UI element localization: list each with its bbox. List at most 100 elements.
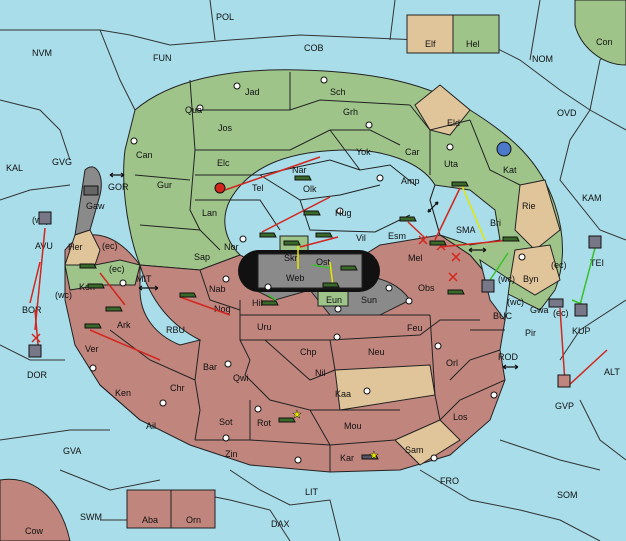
sc-sun — [385, 284, 393, 292]
tank-icon — [283, 240, 301, 246]
sea-label-lit: LIT — [305, 487, 319, 497]
prov-label-eun: Eun — [326, 295, 342, 305]
prov-label-ver: Ver — [85, 344, 99, 354]
prov-label-sot: Sot — [219, 417, 233, 427]
prov-label-mel: Mel — [408, 253, 423, 263]
tunnel-inner — [257, 253, 363, 289]
coast-tag-tei-ec: (ec) — [551, 260, 567, 270]
water-channels — [429, 184, 511, 322]
sc-rot — [254, 405, 262, 413]
sea-label-fro: FRO — [440, 476, 459, 486]
prov-label-sap: Sap — [194, 252, 210, 262]
prov-label-mou: Mou — [344, 421, 362, 431]
prov-label-kon: Kon — [79, 282, 95, 292]
arrow-rod — [502, 364, 519, 370]
fleet-icon — [574, 303, 588, 317]
sea-label-fun: FUN — [153, 53, 172, 63]
tank-icon — [105, 306, 123, 312]
tank-icon — [451, 181, 469, 187]
label-hel: Hel — [466, 39, 480, 49]
coast-tag-kon-wc: (wc) — [55, 290, 72, 300]
prov-label-gwa: Gwa — [530, 305, 549, 315]
sea-label-nvm: NVM — [32, 48, 52, 58]
sc-sot — [222, 434, 230, 442]
tank-icon — [179, 292, 197, 298]
prov-label-ark: Ark — [117, 320, 131, 330]
prov-label-car: Car — [405, 147, 420, 157]
tank-icon — [429, 240, 447, 246]
fleet-icon — [83, 185, 99, 196]
fleet-icon — [557, 374, 571, 388]
sc-can — [130, 137, 138, 145]
sc-jad — [233, 82, 241, 90]
sea-label-buc: BUC — [493, 311, 513, 321]
prov-label-chr: Chr — [170, 383, 185, 393]
star-icon: ★ — [369, 450, 379, 462]
tank-icon — [447, 289, 465, 295]
prov-label-obs: Obs — [418, 283, 435, 293]
sea-labels: POL NVM FUN COB NOM OVD KAL GVG GOR KAM … — [6, 12, 620, 529]
tank-icon — [84, 323, 102, 329]
tank-icon — [79, 263, 97, 269]
sc-grh — [365, 121, 373, 129]
prov-label-her: Her — [68, 242, 83, 252]
sc-kon — [119, 279, 127, 287]
arrow-amp — [427, 201, 439, 213]
prov-label-qwi: Qwi — [233, 373, 249, 383]
coast-tag-byn-wc: (wc) — [498, 274, 515, 284]
sc-web — [264, 283, 272, 291]
sc-nab — [222, 275, 230, 283]
prov-label-orl: Orl — [446, 358, 458, 368]
prov-label-hug: Hug — [335, 208, 352, 218]
fleet-icon — [588, 235, 602, 249]
prov-label-ail: Ail — [146, 421, 156, 431]
prov-label-uta: Uta — [444, 159, 458, 169]
prov-label-nab: Nab — [209, 284, 226, 294]
sea-label-kal: KAL — [6, 163, 23, 173]
sea-label-gor: GOR — [108, 182, 129, 192]
elf-box — [406, 14, 454, 54]
units: ★ ★ — [28, 141, 602, 462]
prov-label-uru: Uru — [257, 322, 272, 332]
prov-label-gvp: GVP — [555, 401, 574, 411]
label-orn: Orn — [186, 515, 201, 525]
sea-label-rbu: RBU — [166, 325, 185, 335]
prov-label-sch: Sch — [330, 87, 346, 97]
sea-label-som: SOM — [557, 490, 578, 500]
prov-label-jos: Jos — [218, 123, 233, 133]
sea-label-alt: ALT — [604, 367, 620, 377]
label-elf: Elf — [425, 39, 436, 49]
tank-icon — [315, 232, 333, 238]
label-cow: Cow — [25, 526, 44, 536]
prov-label-web: Web — [286, 273, 304, 283]
tank-icon — [340, 265, 358, 271]
sea-label-ovd: OVD — [557, 108, 577, 118]
sc-eun — [334, 305, 342, 313]
prov-label-olk: Olk — [303, 184, 317, 194]
sc-qua — [196, 104, 204, 112]
tank-icon — [259, 232, 277, 238]
sc-los — [490, 391, 498, 399]
arrow-gor — [109, 172, 125, 178]
sea-label-gvg: GVG — [52, 157, 72, 167]
sea-label-rod: ROD — [498, 352, 519, 362]
prov-label-kaa: Kaa — [335, 389, 351, 399]
prov-label-bar: Bar — [203, 362, 217, 372]
sam-province — [394, 419, 461, 466]
coast-tag-gwa-wc: (wc) — [507, 297, 524, 307]
prov-label-lan: Lan — [202, 208, 217, 218]
prov-label-pir: Pir — [525, 328, 536, 338]
sc-orl — [434, 342, 442, 350]
outer-labels: Elf Hel Aba Orn Cow Con — [25, 37, 613, 536]
prov-label-los: Los — [453, 412, 468, 422]
tank-icon — [87, 283, 105, 289]
prov-label-gur: Gur — [157, 180, 172, 190]
sc-zin — [294, 456, 302, 464]
tank-icon — [278, 417, 296, 423]
sea-label-swm: SWM — [80, 512, 102, 522]
prov-label-dor: DOR — [27, 370, 48, 380]
prov-label-hil: Hil — [252, 298, 263, 308]
sea-label-pol: POL — [216, 12, 234, 22]
prov-label-ken: Ken — [115, 388, 131, 398]
sea-label-sma: SMA — [456, 225, 476, 235]
